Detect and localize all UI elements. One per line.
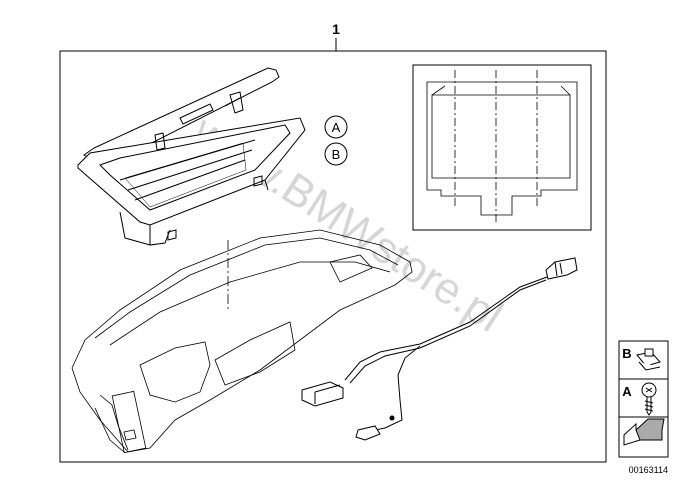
storage-compartment: [77, 67, 306, 246]
callout-b: B: [324, 142, 348, 166]
callout-b-label: B: [332, 147, 341, 162]
fastener-legend: [618, 340, 669, 458]
instrument-panel: [71, 229, 413, 454]
assembly-frame: [59, 50, 607, 463]
callout-a-label: A: [332, 120, 341, 135]
part-number-label: 1: [332, 21, 340, 37]
detail-inset: [412, 64, 592, 231]
callout-a: A: [324, 115, 348, 139]
legend-b-letter: B: [622, 346, 631, 361]
screw-icon: [641, 382, 657, 416]
flat-arrow-icon: [623, 418, 665, 446]
clip-nut-icon: [636, 348, 661, 371]
wiring-harness: [301, 257, 578, 441]
diagram-id: 00163114: [629, 465, 668, 475]
legend-a-letter: A: [622, 384, 632, 399]
